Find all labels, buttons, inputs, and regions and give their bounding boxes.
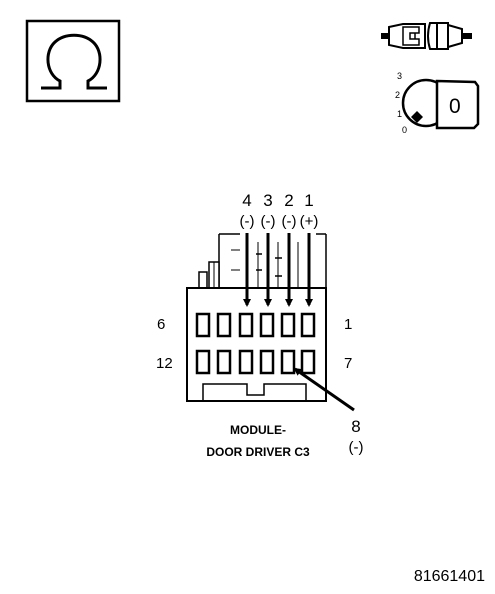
probe-pin-2-number: 2 — [284, 191, 293, 210]
connector-title-line2: DOOR DRIVER C3 — [206, 445, 310, 459]
cavity-pin-6 — [195, 312, 211, 338]
probe-pin-2-polarity: (-) — [282, 213, 297, 230]
cavity-pin-11 — [216, 349, 232, 375]
ignition-position-0: 0 — [402, 125, 407, 135]
ignition-key-icon: 0 3 2 1 0 — [395, 71, 480, 135]
connector-housing — [186, 287, 327, 402]
probe-pin-3-polarity: (-) — [261, 213, 276, 230]
probe-arrow-pin-8 — [293, 367, 355, 412]
cavity-row-bottom — [195, 349, 316, 375]
ignition-position-1: 1 — [397, 109, 402, 119]
cavity-pin-9 — [259, 349, 275, 375]
cavity-pin-7 — [300, 349, 316, 375]
probe-pin-4-number: 4 — [242, 191, 251, 210]
cavity-pin-10 — [238, 349, 254, 375]
row-bottom-left-number: 12 — [156, 355, 173, 372]
connector-c3: 6 1 12 7 — [156, 233, 355, 412]
connector-title-line1: MODULE- — [230, 423, 286, 437]
cavity-pin-3 — [259, 312, 275, 338]
probe-pin-4-polarity: (-) — [240, 213, 255, 230]
cavity-row-top — [195, 312, 316, 338]
ohm-symbol-icon — [25, 19, 121, 103]
cavity-pin-12 — [195, 349, 211, 375]
probe-pin-8-number: 8 — [351, 417, 360, 436]
connector-back-shell — [198, 233, 327, 291]
cavity-pin-2 — [280, 312, 296, 338]
row-bottom-right-number: 7 — [344, 355, 352, 372]
cavity-pin-8 — [280, 349, 296, 375]
cavity-pin-1 — [300, 312, 316, 338]
cavity-pin-4 — [238, 312, 254, 338]
probe-pin-3-number: 3 — [263, 191, 272, 210]
probe-labels: 4 3 2 1 (-) (-) (-) (+) — [240, 191, 319, 230]
probe-pin-1-number: 1 — [304, 191, 313, 210]
disconnected-connector-icon — [381, 22, 472, 50]
ignition-position-3: 3 — [397, 71, 402, 81]
row-top-right-number: 1 — [344, 316, 352, 333]
row-top-left-number: 6 — [157, 316, 165, 333]
figure-id: 81661401 — [414, 568, 485, 585]
cavity-pin-5 — [216, 312, 232, 338]
probe-pin-1-polarity: (+) — [300, 213, 319, 230]
probe-arrows — [243, 233, 355, 412]
probe-pin-8-polarity: (-) — [349, 439, 364, 456]
ignition-position-2: 2 — [395, 90, 400, 100]
key-position-label: 0 — [449, 95, 461, 118]
